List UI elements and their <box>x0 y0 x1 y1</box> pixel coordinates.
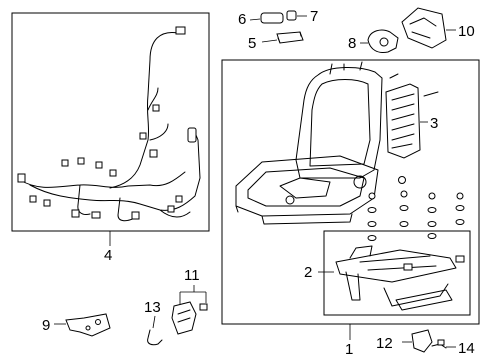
leader-5 <box>261 39 278 43</box>
harness-clip <box>152 104 160 112</box>
harness-clip <box>95 161 103 169</box>
seat-frame <box>235 61 383 225</box>
rail-box <box>323 230 471 316</box>
harness-box <box>11 12 210 232</box>
part-14-fastener <box>431 339 447 349</box>
part-10-cover <box>401 7 447 49</box>
callout-11: 11 <box>184 267 200 284</box>
callout-7: 7 <box>310 8 318 25</box>
part-7-clip <box>286 10 297 21</box>
part-6-grommet <box>260 12 284 24</box>
callout-3: 3 <box>430 115 438 132</box>
harness-connector <box>131 211 140 220</box>
part-11-cover <box>171 301 208 335</box>
harness-connector <box>187 127 197 143</box>
callout-13: 13 <box>144 299 161 316</box>
frame-box <box>221 59 480 325</box>
callout-14: 14 <box>458 340 475 357</box>
callout-6: 6 <box>238 11 246 28</box>
callout-1: 1 <box>345 341 353 358</box>
harness-clip <box>43 199 51 207</box>
part-8-shaft <box>379 37 389 47</box>
harness-connector <box>175 26 186 35</box>
part-9-bracket <box>65 313 111 337</box>
harness-connector <box>91 211 101 219</box>
harness-clip <box>77 157 85 165</box>
harness-connector <box>71 209 80 218</box>
part-12-clip <box>411 329 433 353</box>
harness-clip <box>149 149 158 158</box>
callout-5: 5 <box>248 35 256 52</box>
wire-harness-group <box>11 12 210 232</box>
part-2-seat-rail <box>335 245 465 311</box>
leader-13 <box>152 315 156 329</box>
fasteners <box>367 176 465 241</box>
small-parts-top <box>260 10 399 53</box>
harness-clip <box>175 195 183 203</box>
harness-clip <box>61 159 69 167</box>
callout-2: 2 <box>304 264 312 281</box>
wire-harness <box>19 31 201 222</box>
callout-4: 4 <box>104 247 112 264</box>
part-5-cover <box>276 31 304 44</box>
callout-8: 8 <box>348 35 356 52</box>
leader-6 <box>249 18 261 21</box>
part-13-hook <box>147 329 163 346</box>
part-5-detail <box>277 31 302 44</box>
harness-clip <box>109 169 117 177</box>
harness-clip <box>29 195 37 203</box>
callout-9: 9 <box>42 317 50 334</box>
part-3-lumbar <box>385 73 439 159</box>
callout-10: 10 <box>458 23 475 40</box>
callout-12: 12 <box>376 335 393 352</box>
harness-clip <box>167 205 175 213</box>
harness-clip <box>139 132 147 140</box>
harness-connector <box>17 173 26 183</box>
part-8-motor <box>367 29 399 53</box>
